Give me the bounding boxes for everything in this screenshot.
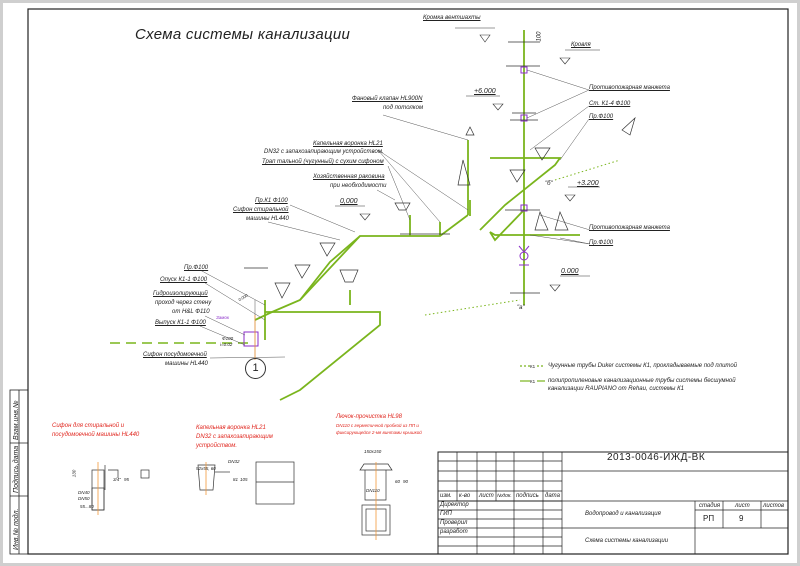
callout-wall-pass-3: от H&L Ф110 xyxy=(172,309,210,315)
floor-hatches xyxy=(244,41,540,294)
stamp-inv-orig: Инв.№ подл. xyxy=(13,508,20,551)
callout-floor-trap: Трап тальной (чугунный) с сухим сифоном xyxy=(262,159,384,165)
legend-pp-code: К1 xyxy=(530,379,536,384)
leader-lines xyxy=(199,69,591,359)
detail-cleanout-title-1: Лючок-прочистка HL98 xyxy=(336,414,402,420)
tb-stage: РП xyxy=(703,514,715,523)
level-vent-shaft: Кромка вентшахты xyxy=(423,15,481,21)
tb-header: №док. xyxy=(497,493,512,499)
tb-role: Директор xyxy=(440,502,469,508)
node-a: "а" xyxy=(517,305,525,311)
legend-cast-iron-text: Чугунные трубы Duker системы К1, проклад… xyxy=(548,363,738,369)
stamp-replace-inv: Взам.инв.№ xyxy=(13,400,20,440)
tb-role: ГИП xyxy=(440,511,452,517)
drawing-title: Схема системы канализации xyxy=(135,26,351,43)
callout-outlet-k11: Выпуск К1-1 Ф100 xyxy=(155,320,206,326)
document-code: 2013-0046-ИЖД-ВК xyxy=(607,452,706,463)
callout-wm-siphon-1: Сифон стиральной xyxy=(233,207,289,213)
level-roof: Кровля xyxy=(571,42,591,48)
left-stamp-frame xyxy=(9,389,29,555)
tb-sheet: 9 xyxy=(739,514,744,523)
detail-funnel-title-1: Капельная воронка HL21 xyxy=(196,425,266,431)
dim: 55...80 xyxy=(80,504,94,509)
callout-cleanout-k1: Пр.К1 Ф100 xyxy=(255,198,288,204)
callout-wall-pass-2: проход через стену xyxy=(155,300,212,306)
legend-pp-text-1: полипропиленовые канализационные трубы с… xyxy=(548,378,736,384)
tb-header: изм. xyxy=(440,493,452,499)
tb-project: Водопровод и канализация xyxy=(585,511,661,517)
callout-cleanout-3: Пр.Ф100 xyxy=(184,265,209,271)
tb-role: Проверил xyxy=(440,520,468,526)
detail-cleanout-title-3: фиксирующейся 2-мя винтами крышкой xyxy=(336,430,422,435)
dim: 130 xyxy=(71,469,77,478)
tb-header: дата xyxy=(545,493,560,499)
pipe-slope-label: i=0.02 xyxy=(220,342,233,347)
fixtures xyxy=(274,116,636,299)
tb-sheets-label: листов xyxy=(763,503,785,509)
callout-wm-siphon-2: машины HL440 xyxy=(246,216,289,222)
section-marker: 1 xyxy=(245,358,266,379)
detail-funnel-title-3: устройством. xyxy=(196,443,238,449)
level-plus32: +3.200 xyxy=(577,180,599,187)
sheet-frame xyxy=(27,8,789,555)
tb-header: лист xyxy=(479,493,494,499)
callout-sink-2: при необходимости xyxy=(330,183,387,189)
callout-drop-k11: Опуск К1-1 Ф100 xyxy=(160,277,208,283)
callout-fire-collar-2: Противопожарная манжета xyxy=(589,225,670,231)
dim: 95 xyxy=(124,477,130,482)
tb-stage-label: стадия xyxy=(699,503,721,509)
detail-siphon-title-1: Сифон для стиральной и xyxy=(52,423,125,429)
dim: 60 xyxy=(395,479,401,484)
dim-100: 100 xyxy=(536,31,543,42)
callout-dw-siphon-1: Сифон посудомоечной xyxy=(143,352,207,358)
pipe-network xyxy=(254,30,580,401)
callout-fan-valve-1: Фановый клапан HL900N xyxy=(352,96,423,102)
detail-siphon-title-2: посудомоечной машины HL440 xyxy=(52,432,140,438)
dim: 150x150 xyxy=(364,449,382,454)
callout-cleanout-2: Пр.Ф100 xyxy=(589,240,614,246)
legend-cast-iron-code: К1 xyxy=(530,364,536,369)
callout-drip-funnel-1: Капельная воронка HL21 xyxy=(313,141,383,147)
level-marks xyxy=(335,27,600,292)
stamp-sign-date: Подпись,дата xyxy=(13,445,20,493)
callout-wall-pass-1: Гидроизолирующий xyxy=(153,291,208,297)
dim: 81 xyxy=(233,477,239,482)
detail-cleanout-title-2: DN110 с герметичной пробкой из ПП и xyxy=(336,423,419,428)
detail-funnel-title-2: DN32 с запахозапирающим xyxy=(196,434,273,440)
connection-dotted xyxy=(424,159,621,316)
level-zero-right: 0.000 xyxy=(561,268,579,275)
tb-role: разработ xyxy=(440,529,468,535)
node-b: "б" xyxy=(545,181,553,187)
level-plus6: +6.000 xyxy=(474,88,496,95)
dim: DN110 xyxy=(366,488,380,493)
tb-header: к-во xyxy=(459,493,471,499)
callout-drip-funnel-2: DN32 с запахозапирающим устройством. xyxy=(264,149,384,155)
callout-cleanout-1: Пр.Ф100 xyxy=(589,114,614,120)
callout-sink-1: Хозяйственная раковина xyxy=(313,174,385,180)
dim: DN32 xyxy=(228,459,240,464)
legend-pp-text-2: канализации RAUPIANO от Rehau, системы К… xyxy=(548,386,684,392)
level-zero-mid: 0,000 xyxy=(340,198,358,205)
seal-label: Замок xyxy=(216,315,229,320)
detail-axis-lines xyxy=(97,315,377,540)
dim: 92x55, 60 xyxy=(196,466,216,471)
tb-sheet-title: Схема системы канализации xyxy=(585,538,669,544)
callout-dw-siphon-2: машины HL440 xyxy=(165,361,208,367)
callout-fan-valve-2: под потолком xyxy=(383,105,424,111)
dim: 105 xyxy=(240,477,248,482)
title-block-lines xyxy=(437,451,789,555)
tb-header: подпись xyxy=(516,493,539,499)
legend-lines xyxy=(520,365,545,382)
detail-sketches xyxy=(91,461,393,536)
dim: 3/4" xyxy=(113,477,121,482)
pipe-diameter-label: Ф100 xyxy=(222,336,234,341)
tb-sheet-label: лист xyxy=(735,503,750,509)
callout-riser-k14: Ст. К1-4 Ф100 xyxy=(589,101,631,107)
dim: DN40 xyxy=(78,490,90,495)
callout-fire-collar-1: Противопожарная манжета xyxy=(589,85,670,91)
dim: 90 xyxy=(403,479,409,484)
dim: DN50 xyxy=(78,496,90,501)
